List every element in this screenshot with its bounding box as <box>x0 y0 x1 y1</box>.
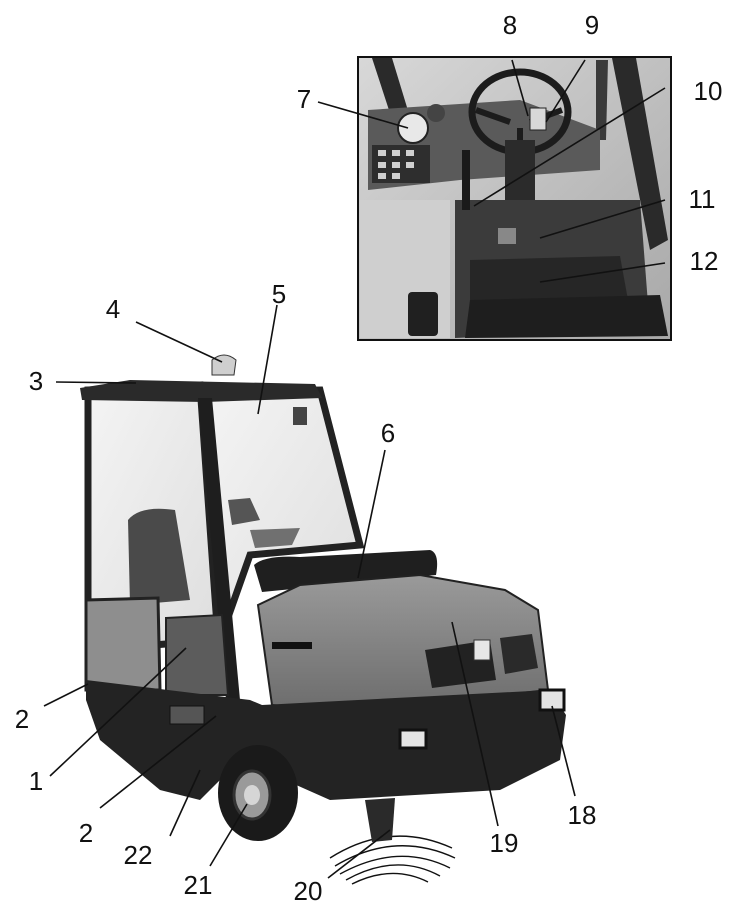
callout-4: 4 <box>106 294 120 324</box>
callout-22: 22 <box>124 840 153 870</box>
callout-6: 6 <box>381 418 395 448</box>
sweeper-machine-photo <box>80 354 566 885</box>
callout-18: 18 <box>568 800 597 830</box>
callout-11: 11 <box>689 184 716 214</box>
leader-lines <box>43 59 666 879</box>
callout-21: 21 <box>184 870 213 900</box>
callout-5: 5 <box>272 279 286 309</box>
callout-2: 2 <box>15 704 29 734</box>
callout-7: 7 <box>297 84 311 114</box>
callout-10: 10 <box>694 76 723 106</box>
callout-2: 2 <box>79 818 93 848</box>
callout-1: 1 <box>29 766 43 796</box>
callout-9: 9 <box>585 10 599 40</box>
callout-3: 3 <box>29 366 43 396</box>
callout-12: 12 <box>690 246 719 276</box>
callout-20: 20 <box>294 876 323 906</box>
cab-inset-photo <box>357 56 672 341</box>
callout-numbers: 1 2 2 3 4 5 6 7 8 9 10 11 12 18 19 20 21… <box>15 10 723 906</box>
callout-19: 19 <box>490 828 519 858</box>
callout-8: 8 <box>503 10 517 40</box>
